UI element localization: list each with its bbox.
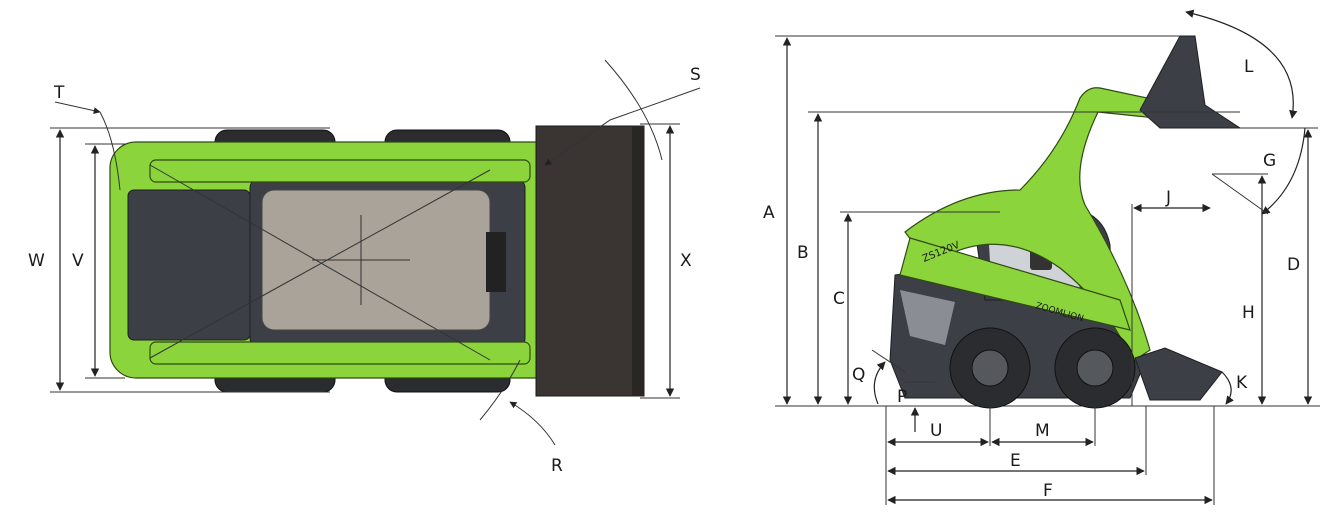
label-w: W <box>28 251 45 271</box>
side-lift-arm <box>904 87 1181 363</box>
side-body-panel <box>900 290 955 345</box>
leader-r <box>509 401 556 446</box>
side-view: ZS120V ZOOMLION A B C D H L <box>763 9 1320 505</box>
top-diagonal-b <box>149 169 491 359</box>
label-g: G <box>1263 151 1276 171</box>
label-h: H <box>1242 303 1255 323</box>
label-j: J <box>1165 188 1171 208</box>
leader-t <box>54 101 101 115</box>
top-arm-lower <box>149 341 531 365</box>
label-b: B <box>797 243 809 263</box>
arc-g <box>1261 127 1306 215</box>
label-d: D <box>1287 255 1300 275</box>
label-f: F <box>1043 481 1053 501</box>
label-v: V <box>72 251 84 271</box>
side-green-stripe <box>899 237 1131 331</box>
arc-r <box>479 359 521 421</box>
label-p: P <box>897 387 907 407</box>
label-l: L <box>1244 57 1254 77</box>
label-m: M <box>1035 421 1050 441</box>
label-a: A <box>763 203 775 223</box>
top-bucket-edge <box>632 126 644 396</box>
arc-q <box>873 361 886 405</box>
label-t: T <box>53 83 65 103</box>
side-hub-front <box>1076 349 1114 387</box>
side-hub-rear <box>971 349 1009 387</box>
top-view: W V X T S R <box>28 59 701 476</box>
top-engine-cover <box>127 189 251 341</box>
side-bucket-raised <box>1139 35 1242 129</box>
label-e: E <box>1010 451 1021 471</box>
arc-k <box>1221 371 1234 405</box>
top-arm-upper <box>149 159 531 183</box>
arc-s <box>604 59 663 161</box>
label-r: R <box>551 456 563 476</box>
ext-q <box>871 349 906 373</box>
label-s: S <box>690 65 701 85</box>
ext-g <box>1211 173 1269 215</box>
arc-t <box>99 111 121 191</box>
label-q: Q <box>852 365 865 385</box>
top-bucket <box>535 125 645 397</box>
label-c: C <box>833 289 845 309</box>
top-grille <box>486 232 506 292</box>
leader-s <box>544 87 701 166</box>
label-x: X <box>680 251 692 271</box>
label-u: U <box>930 421 942 441</box>
side-bucket-lowered <box>1134 347 1223 401</box>
top-diagonal-a <box>149 164 491 361</box>
arc-l <box>1185 9 1298 119</box>
label-k: K <box>1236 373 1248 393</box>
